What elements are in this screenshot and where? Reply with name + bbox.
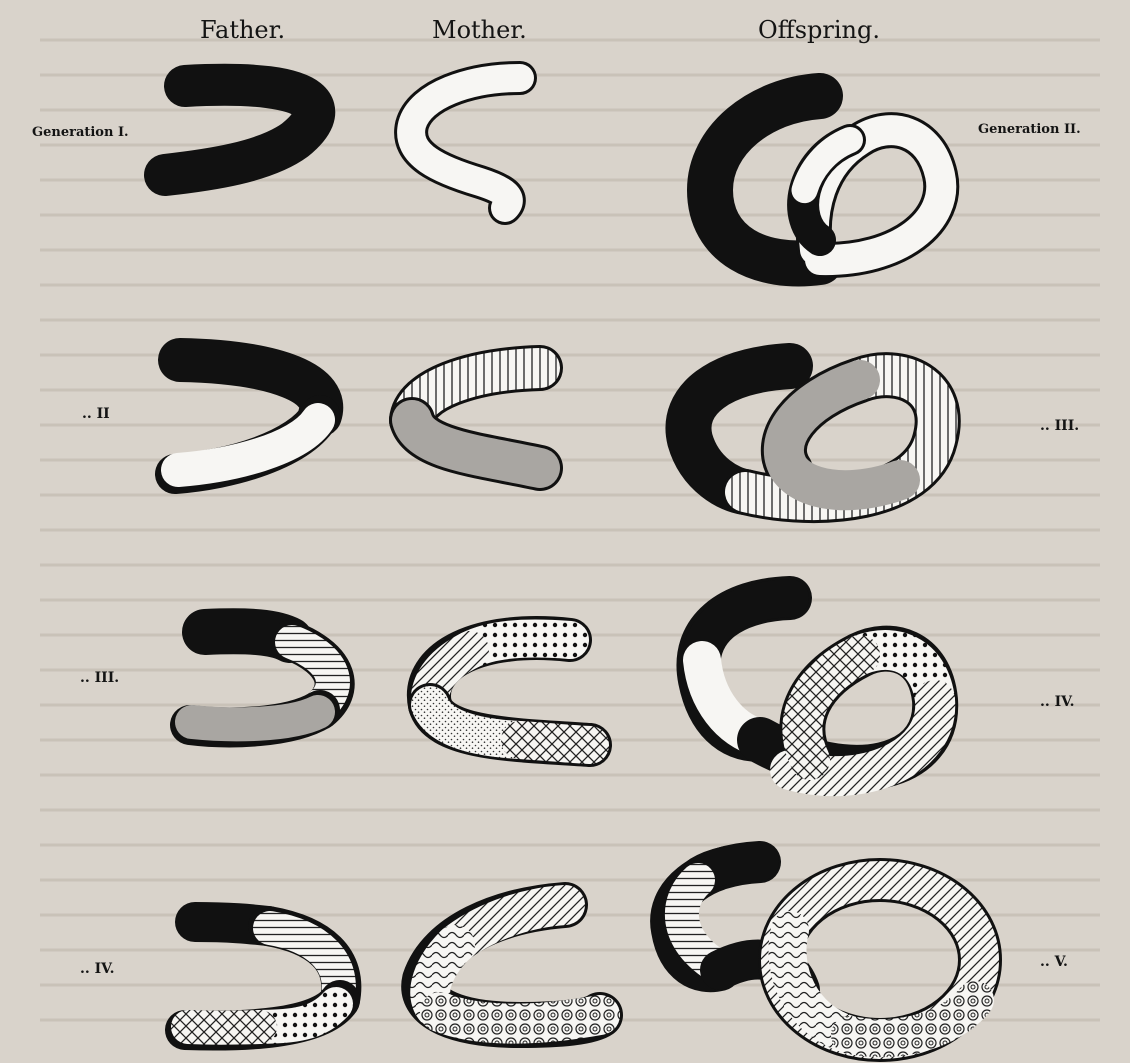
- label-offspring-3: .. III.: [1040, 418, 1079, 434]
- header-father: Father.: [200, 16, 285, 44]
- header-mother: Mother.: [432, 16, 527, 44]
- mother-gen2-germ-plasm: [412, 368, 540, 468]
- label-generation-1: Generation I.: [32, 125, 129, 140]
- label-offspring-4: .. IV.: [1040, 694, 1074, 710]
- father-gen1-germ-plasm: [165, 85, 314, 175]
- header-offspring: Offspring.: [758, 16, 880, 44]
- mother-gen3-germ-plasm: [429, 638, 590, 745]
- offspring-gen4-germ-plasm: [698, 598, 935, 776]
- father-gen3-germ-plasm: [190, 631, 335, 727]
- label-row-3: .. III.: [80, 670, 119, 686]
- label-offspring-5: .. V.: [1040, 954, 1068, 970]
- mother-gen4-germ-plasm: [424, 905, 600, 1025]
- label-row-2: .. II: [82, 406, 110, 422]
- label-generation-2: Generation II.: [978, 122, 1081, 137]
- mother-gen1-germ-plasm: [411, 78, 520, 208]
- offspring-gen3-germ-plasm: [688, 366, 937, 500]
- father-gen2-germ-plasm: [175, 360, 321, 474]
- label-row-4: .. IV.: [80, 961, 114, 977]
- father-gen4-germ-plasm: [185, 922, 341, 1031]
